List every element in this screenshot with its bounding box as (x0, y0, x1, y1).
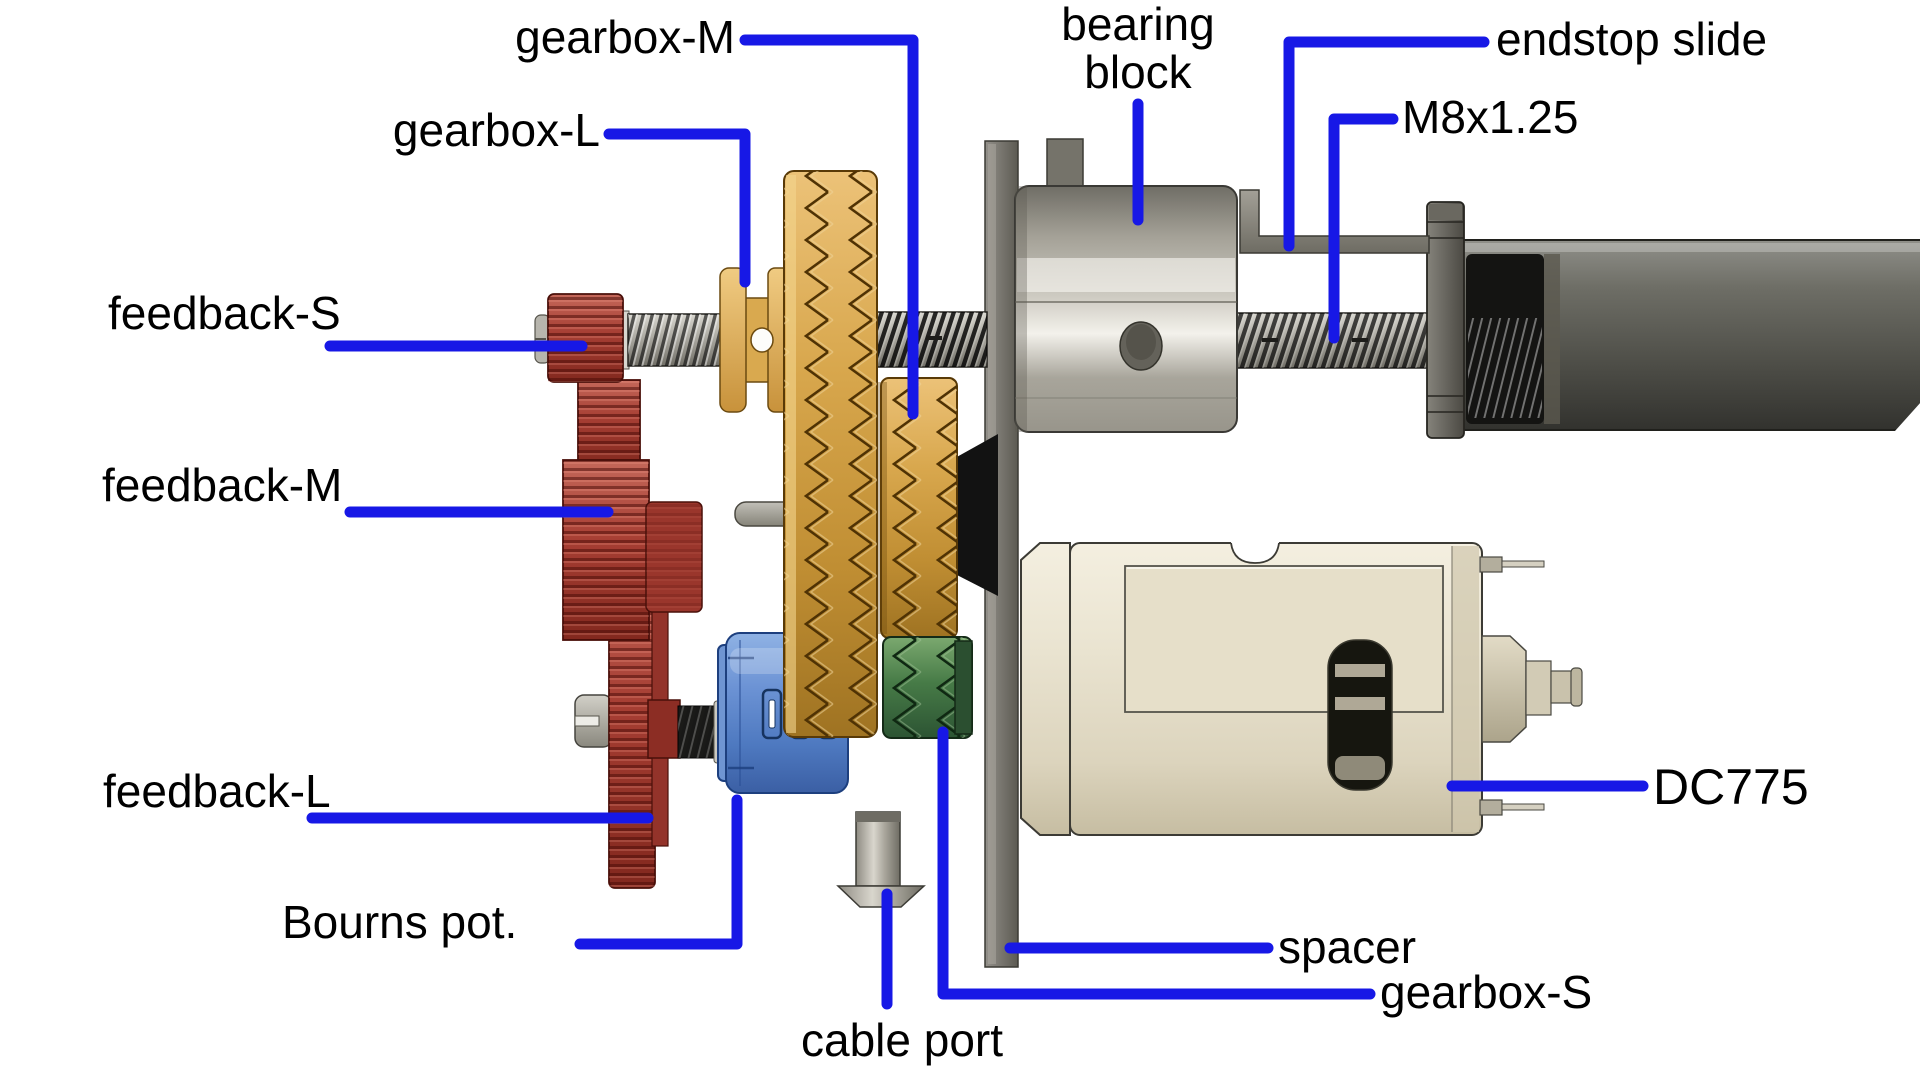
label-cable-port: cable port (800, 1014, 1003, 1066)
leader-endstop-slide (1283, 36, 1490, 252)
label-feedback-s: feedback-S (108, 287, 341, 339)
motor-terminals (1479, 556, 1545, 816)
label-spacer: spacer (1278, 921, 1417, 973)
label-gearbox-m: gearbox-M (515, 11, 735, 63)
leader-thread-spec (1328, 113, 1399, 344)
slotted-screw (574, 694, 613, 748)
label-thread-spec: M8x1.25 (1402, 91, 1579, 143)
label-bearing-block: bearing block (1038, 0, 1238, 98)
leadscrew-mid-segment (872, 311, 988, 368)
leader-bourns-pot (574, 794, 743, 950)
label-bearing-block-line2: block (1084, 45, 1192, 98)
motor-shaft (1481, 635, 1583, 743)
motor-vent (1327, 639, 1393, 791)
label-motor: DC775 (1653, 759, 1809, 815)
leader-lines (306, 34, 1649, 1010)
label-gearbox-l: gearbox-L (392, 104, 600, 156)
leadscrew-stub (614, 310, 725, 370)
gearbox-s-gear (882, 636, 973, 739)
cable-port-part (836, 811, 926, 908)
feedback-m-gear (562, 379, 703, 641)
label-bearing-block-line1: bearing (1061, 0, 1215, 50)
label-bourns-pot: Bourns pot. (282, 896, 518, 948)
mount-bracket-tab (1046, 138, 1084, 190)
outer-tube (1461, 239, 1920, 431)
label-feedback-l: feedback-L (103, 765, 331, 817)
leader-gearbox-m (739, 34, 919, 420)
gearbox-l-gear (783, 170, 878, 738)
label-gearbox-s: gearbox-S (1380, 966, 1593, 1018)
bearing-block (1014, 185, 1238, 433)
leader-gearbox-l (603, 128, 751, 288)
feedback-s-gear (534, 293, 624, 383)
pot-shaft-hub (647, 699, 728, 764)
endstop-collar (1426, 201, 1465, 439)
gearbox-m-gear (877, 377, 958, 639)
gearbox-l-hub (719, 267, 793, 413)
leader-gearbox-s (937, 726, 1376, 1000)
label-feedback-m: feedback-M (102, 459, 343, 511)
label-endstop-slide: endstop slide (1496, 13, 1768, 65)
